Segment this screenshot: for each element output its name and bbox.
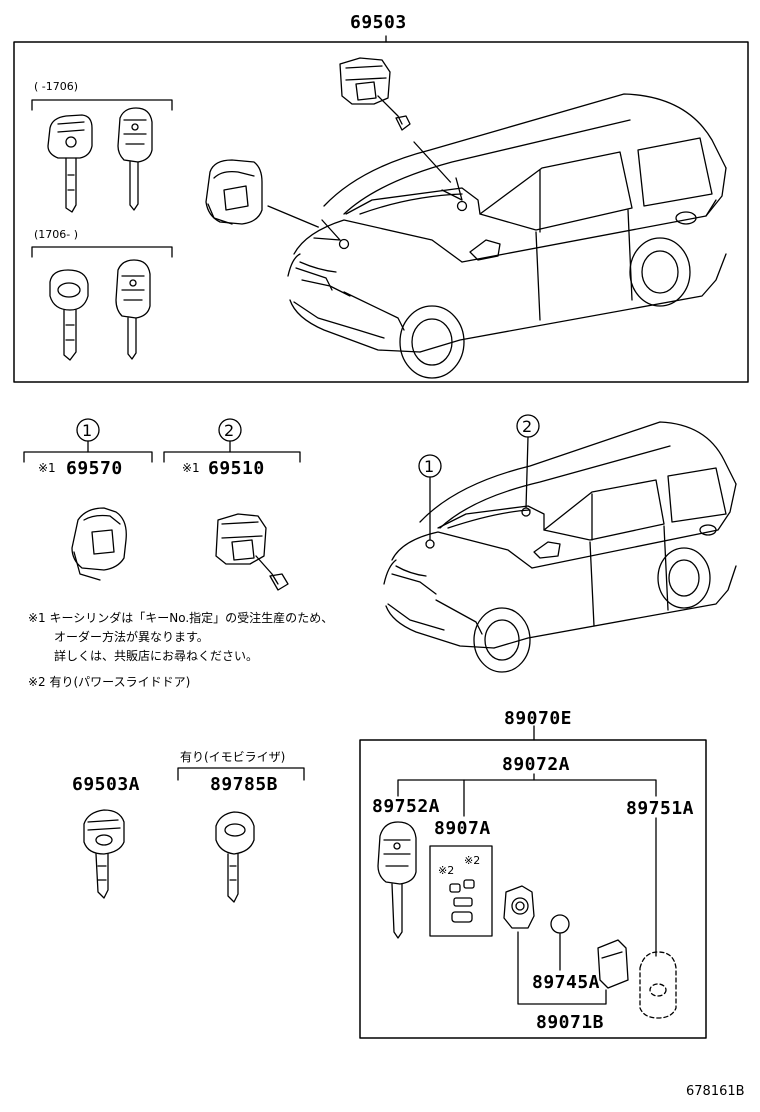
part-8907a: 8907A (434, 818, 491, 839)
note-1-line-1: ※1 キーシリンダは「キーNo.指定」の受注生産のため、 (28, 611, 334, 625)
smart-key-89751a (639, 951, 677, 1019)
bracket-2 (163, 451, 301, 463)
bracket-post-1706 (31, 246, 173, 258)
part-69503a: 69503A (72, 774, 141, 795)
range-pre-1706: ( -1706) (34, 80, 79, 93)
plate (597, 939, 629, 989)
note-1-line-3: 詳しくは、共販店にお尋ねください。 (54, 649, 259, 663)
diagram-reference: 678161B (686, 1084, 745, 1099)
note-2: ※2 有り(パワースライドドア) (28, 675, 191, 689)
key-new-2 (115, 259, 151, 360)
bracket-89071b (517, 931, 607, 1005)
remote-key-89752a (377, 821, 417, 939)
bracket-immobi (177, 767, 305, 781)
button-box (429, 845, 493, 937)
mark-1: ※1 (38, 461, 56, 475)
note-1-line-2: オーダー方法が異なります。 (54, 630, 209, 644)
part-89745a: 89745A (532, 972, 601, 993)
range-post-1706: (1706- ) (34, 228, 79, 241)
cylinder-69570 (71, 507, 127, 581)
battery (550, 914, 570, 934)
door-cylinder-top (339, 57, 411, 131)
top-frame (13, 41, 749, 383)
mark-2: ※1 (182, 461, 200, 475)
buttons (449, 879, 475, 923)
key-89785b (215, 811, 255, 903)
bracket-89072a (397, 779, 657, 797)
part-89751a: 89751A (626, 798, 695, 819)
part-89071b: 89071B (536, 1012, 605, 1033)
van-circle-1-label: 1 (424, 457, 435, 476)
cylinder-69510 (215, 513, 289, 591)
circle-1-label: 1 (82, 421, 93, 440)
remote-case-part (503, 885, 535, 929)
mark-2-b: ※2 (464, 854, 481, 867)
remote-frame (359, 739, 707, 1039)
cylinder-top (205, 159, 263, 225)
van-top (287, 93, 727, 379)
part-69570: 69570 (66, 458, 123, 479)
circle-2-label: 2 (224, 421, 235, 440)
part-89070e: 89070E (504, 708, 573, 729)
key-old-1 (47, 114, 93, 213)
key-69503a (83, 809, 125, 899)
part-69510: 69510 (208, 458, 265, 479)
key-old-2 (117, 107, 153, 211)
part-89072a: 89072A (502, 754, 571, 775)
mark-2-a: ※2 (438, 864, 455, 877)
bracket-pre-1706 (31, 99, 173, 111)
arrow-right-shaft (413, 141, 455, 187)
immobilizer-condition: 有り(イモビライザ) (180, 750, 286, 764)
van-circle-2-label: 2 (522, 417, 533, 436)
part-69503: 69503 (350, 12, 407, 33)
key-new-1 (49, 269, 89, 361)
part-89785b: 89785B (210, 774, 279, 795)
van-middle (383, 414, 737, 673)
part-89752a: 89752A (372, 796, 441, 817)
